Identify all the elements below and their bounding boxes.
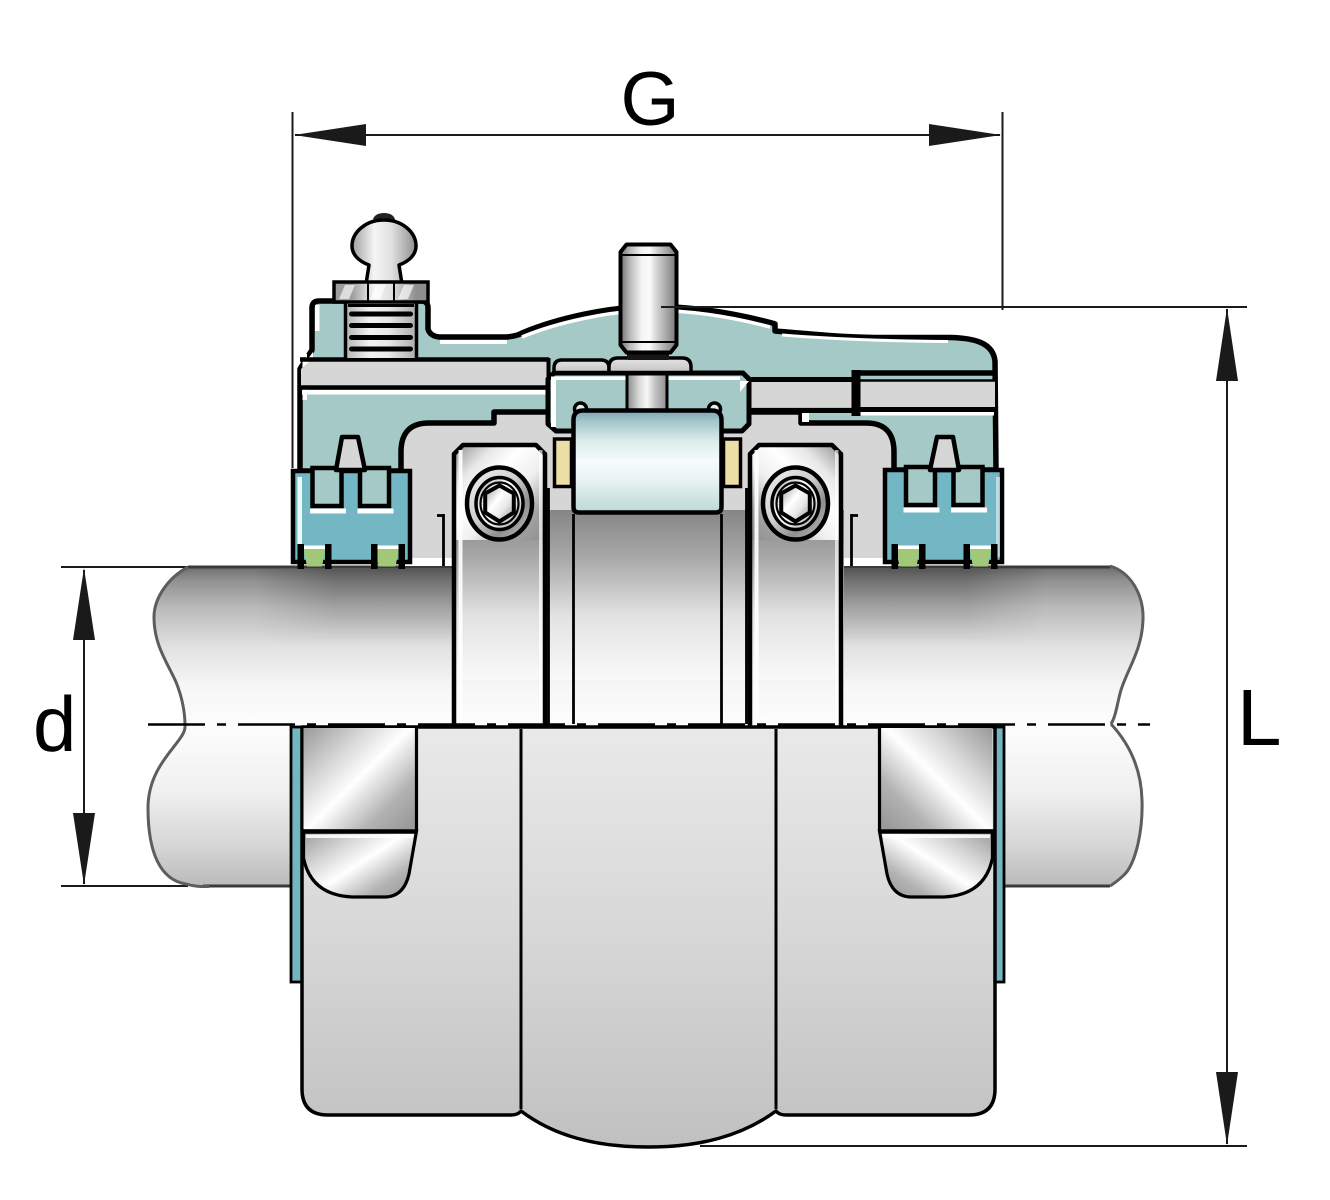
svg-text:d: d <box>33 680 76 768</box>
svg-text:G: G <box>620 57 679 142</box>
svg-text:L: L <box>1237 673 1282 762</box>
